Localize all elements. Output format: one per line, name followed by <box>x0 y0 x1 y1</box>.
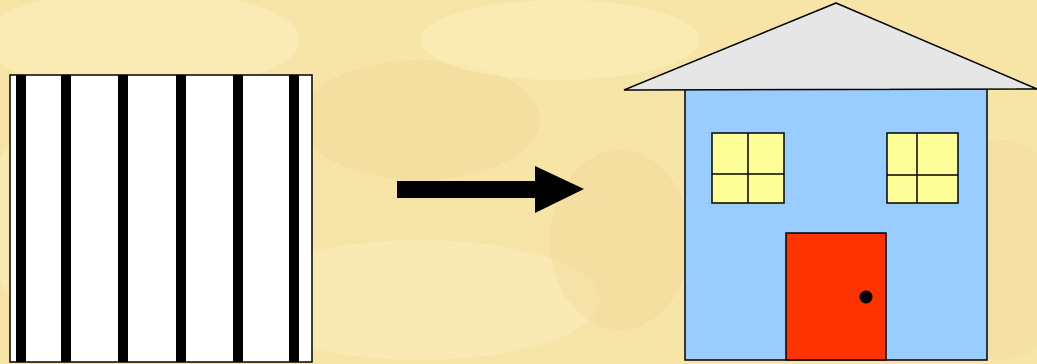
barcode-bar <box>289 75 299 362</box>
barcode-background <box>10 75 312 362</box>
barcode-bar <box>176 75 186 362</box>
barcode-icon <box>10 75 312 362</box>
barcode-bar <box>233 75 243 362</box>
window-right <box>887 133 958 203</box>
barcode-bar <box>61 75 71 362</box>
window-left <box>712 133 784 203</box>
barcode-bar <box>16 75 26 362</box>
arrow-shaft <box>397 181 539 198</box>
door-knob <box>860 291 873 304</box>
barcode-bar <box>118 75 128 362</box>
